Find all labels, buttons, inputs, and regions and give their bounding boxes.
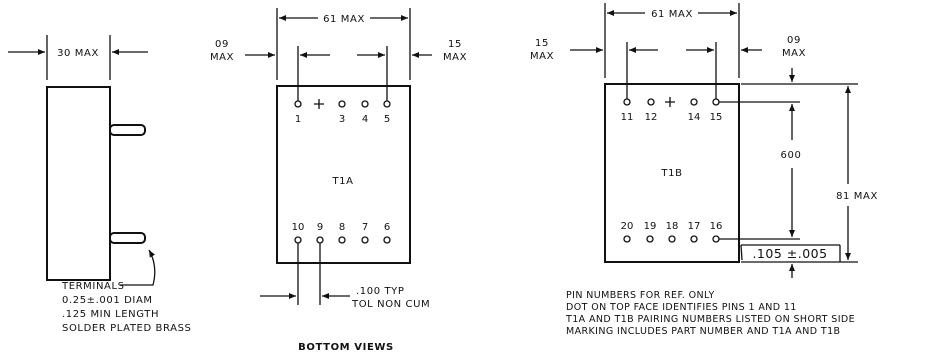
- t1b-right-offset-max: MAX: [782, 48, 806, 59]
- t1a-pitch-label-1: .100 TYP: [356, 286, 405, 297]
- t1b-body: [604, 83, 740, 263]
- note-line-4: MARKING INCLUDES PART NUMBER AND T1A AND…: [566, 326, 840, 337]
- terminal-note-line-3: .125 MIN LENGTH: [62, 309, 159, 320]
- t1b-pin-number: 19: [644, 221, 657, 232]
- t1a-pitch-label-2: TOL NON CUM: [351, 299, 430, 310]
- t1b-row-spacing-label: 600: [781, 150, 802, 161]
- t1b-pin-hole: [623, 98, 631, 106]
- t1b-pin-hole: [647, 98, 655, 106]
- t1a-view: 61 MAX 09 MAX 15 MAX 1 3 4 5 T1A 10 9 8 …: [210, 8, 467, 310]
- t1a-body: [276, 85, 411, 264]
- t1b-pin-hole: [690, 235, 698, 243]
- note-line-2: DOT ON TOP FACE IDENTIFIES PINS 1 AND 11: [566, 302, 797, 313]
- t1a-left-offset-max: MAX: [210, 52, 234, 63]
- note-line-3: T1A AND T1B PAIRING NUMBERS LISTED ON SH…: [565, 314, 855, 325]
- t1a-pin-number: 6: [384, 222, 390, 233]
- t1a-pin-number: 10: [292, 222, 305, 233]
- t1a-right-offset-value: 15: [448, 39, 462, 50]
- t1b-pin-number: 12: [645, 112, 658, 123]
- t1b-edge-label: .105 ±.005: [752, 246, 827, 261]
- t1a-name: T1A: [331, 176, 353, 187]
- t1a-pin-number: 9: [317, 222, 323, 233]
- t1b-pin-number: 16: [710, 221, 723, 232]
- t1a-pin-number: 8: [339, 222, 345, 233]
- t1b-pin-number: 17: [688, 221, 701, 232]
- side-view: 30 MAX TERMINALS 0.25±.001 DIAM .125 MIN…: [8, 35, 191, 334]
- t1b-pin-hole: [668, 235, 676, 243]
- note-line-1: PIN NUMBERS FOR REF. ONLY: [566, 290, 715, 301]
- t1b-height-label: 81 MAX: [836, 191, 878, 202]
- t1b-view: 61 MAX 15 MAX 09 MAX 11 12 14 15 T1B 20 …: [530, 3, 878, 278]
- t1b-pin-number: 20: [621, 221, 634, 232]
- t1b-pin-hole: [712, 98, 720, 106]
- t1b-left-offset-max: MAX: [530, 51, 554, 62]
- t1b-pin-hole: [646, 235, 654, 243]
- t1a-right-offset-max: MAX: [443, 52, 467, 63]
- t1a-pin-hole: [294, 236, 302, 244]
- t1a-left-offset-value: 09: [215, 39, 229, 50]
- terminal-lower: [109, 232, 146, 244]
- terminal-upper: [109, 124, 146, 136]
- t1a-pin-hole: [338, 236, 346, 244]
- t1a-pin-hole: [294, 100, 302, 108]
- t1b-right-offset-value: 09: [787, 35, 801, 46]
- t1b-width-label: 61 MAX: [651, 9, 693, 20]
- t1a-orientation-dot-icon: [314, 99, 324, 109]
- t1a-pin-number: 3: [339, 114, 345, 125]
- bottom-views-caption: BOTTOM VIEWS: [298, 342, 394, 353]
- t1a-pin-number: 5: [384, 114, 390, 125]
- t1b-orientation-dot-icon: [665, 97, 675, 107]
- terminal-note-line-2: 0.25±.001 DIAM: [62, 295, 153, 306]
- terminal-note-line-1: TERMINALS: [61, 281, 125, 292]
- t1a-pin-hole: [316, 236, 324, 244]
- t1b-edge-box-left: [740, 244, 743, 261]
- t1b-pin-hole: [623, 235, 631, 243]
- terminal-leader: [120, 249, 156, 286]
- side-width-label: 30 MAX: [57, 48, 99, 59]
- t1a-pin-hole: [383, 236, 391, 244]
- t1b-pin-number: 15: [710, 112, 723, 123]
- t1b-pin-hole: [690, 98, 698, 106]
- t1a-pin-hole: [361, 100, 369, 108]
- t1b-name: T1B: [660, 168, 682, 179]
- t1b-pin-number: 14: [688, 112, 701, 123]
- t1b-pin-number: 18: [666, 221, 679, 232]
- side-view-body: [46, 86, 111, 281]
- t1a-pin-hole: [383, 100, 391, 108]
- t1a-width-label: 61 MAX: [323, 14, 365, 25]
- terminal-note-line-4: SOLDER PLATED BRASS: [62, 323, 191, 334]
- t1a-pin-hole: [338, 100, 346, 108]
- t1b-pin-number: 11: [621, 112, 634, 123]
- t1b-left-offset-value: 15: [535, 38, 549, 49]
- notes-block: PIN NUMBERS FOR REF. ONLY DOT ON TOP FAC…: [565, 290, 855, 337]
- t1a-pin-number: 1: [295, 114, 301, 125]
- t1a-pin-number: 7: [362, 222, 368, 233]
- t1b-pin-hole: [712, 235, 720, 243]
- t1a-pin-number: 4: [362, 114, 368, 125]
- t1a-pin-hole: [361, 236, 369, 244]
